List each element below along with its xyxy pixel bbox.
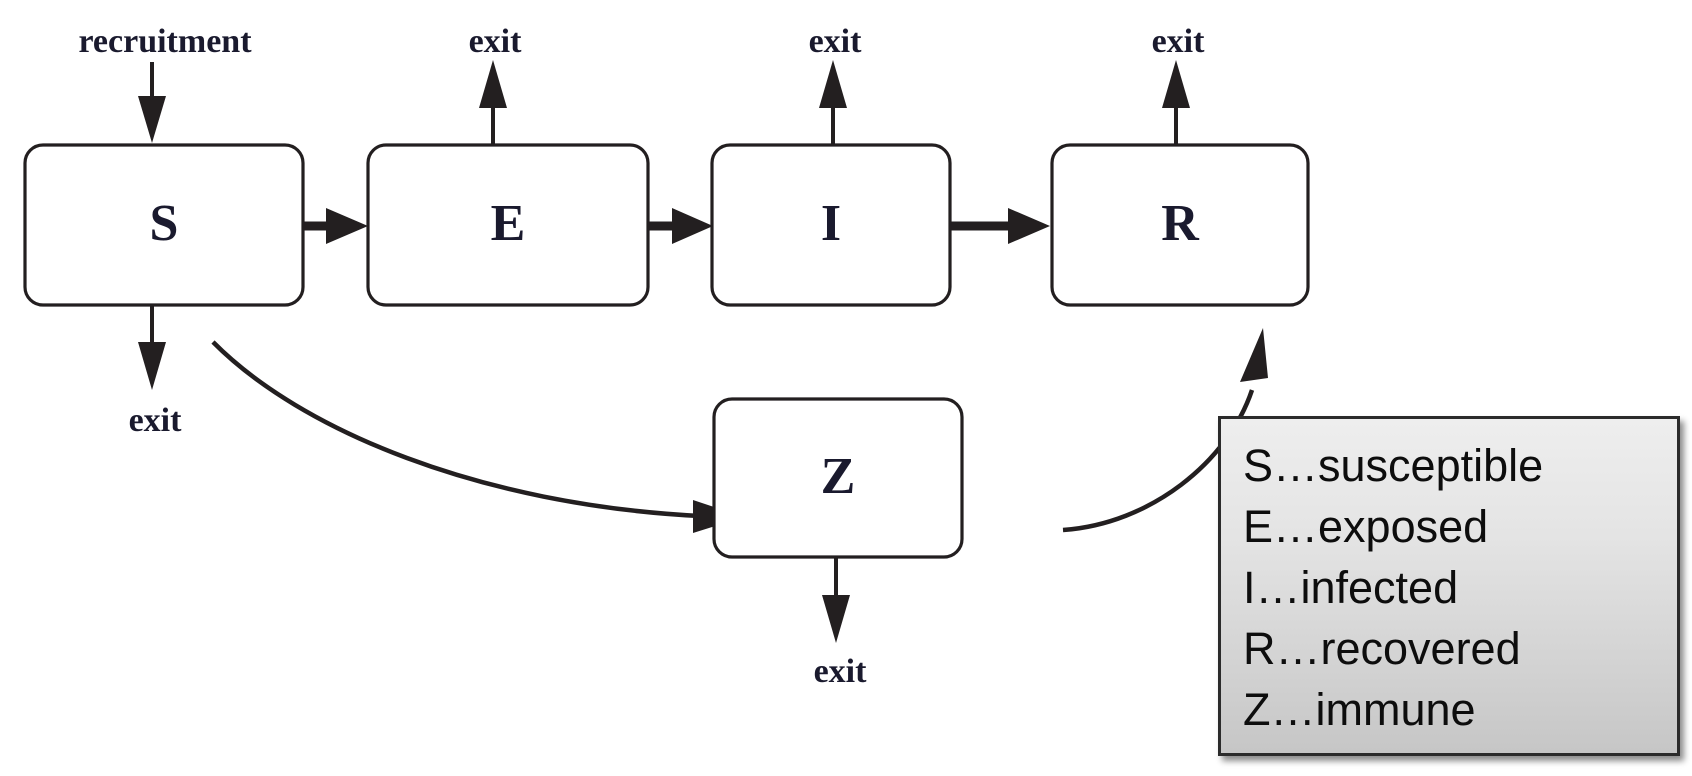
z-to-r-arrow-head [1240,328,1268,382]
exit-i-arrow-head [819,60,847,108]
node-s-label: S [150,195,179,252]
node-e-label: E [491,195,526,252]
i-to-r-arrow-head [1008,208,1050,244]
node-i-box[interactable] [710,143,952,307]
edge-recruitment [138,62,166,143]
edge-exit-z [822,557,850,643]
recruitment-label: recruitment [78,23,252,60]
node-r-label: R [1161,195,1200,252]
exit-s-arrow-head [138,342,166,390]
edge-i-to-r [950,208,1050,244]
edge-s-to-e [303,208,368,244]
legend-item-z: Z…immune [1243,684,1476,735]
s-to-e-arrow-head [326,208,368,244]
edge-exit-s [138,305,166,390]
node-e[interactable]: E [366,143,650,307]
exit-r-arrow-head [1162,60,1190,108]
node-z[interactable]: Z [712,397,964,559]
edge-e-to-i [648,208,713,244]
exit-z-label: exit [814,653,868,690]
edge-s-to-z [211,340,744,533]
legend-item-s: S…susceptible [1243,440,1544,491]
legend-panel: S…susceptible E…exposed I…infected R…rec… [1218,416,1680,756]
edge-exit-i [819,60,847,145]
e-to-i-arrow-head [672,208,713,244]
node-s[interactable]: S [23,143,305,307]
exit-z-arrow-head [822,595,850,643]
legend-item-e: E…exposed [1243,501,1489,552]
node-i-label: I [821,195,841,252]
node-i[interactable]: I [710,143,952,307]
node-s-box[interactable] [23,143,305,307]
s-to-z-curve [211,340,701,519]
edge-exit-e [479,60,507,145]
node-z-label: Z [821,448,856,505]
exit-e-arrow-head [479,60,507,108]
node-z-box[interactable] [712,397,964,559]
node-r[interactable]: R [1050,143,1310,307]
legend-item-r: R…recovered [1243,623,1521,674]
legend-item-i: I…infected [1243,562,1459,613]
exit-s-label: exit [129,402,183,439]
exit-r-label: exit [1152,23,1206,60]
edge-exit-r [1162,60,1190,145]
exit-i-label: exit [809,23,863,60]
node-r-box[interactable] [1050,143,1310,307]
node-e-box[interactable] [366,143,650,307]
recruitment-arrow-head [138,96,166,143]
exit-e-label: exit [469,23,523,60]
